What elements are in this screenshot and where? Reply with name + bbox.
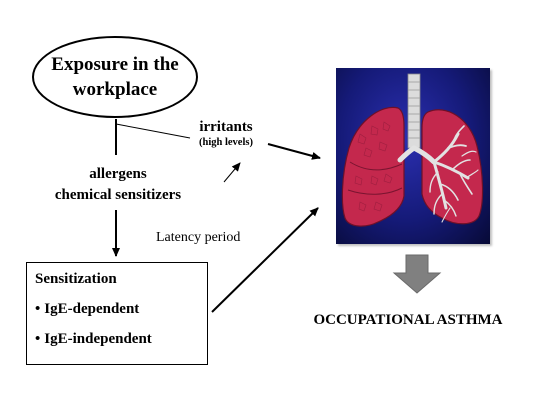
irritants-note: (high levels) bbox=[199, 137, 253, 148]
sensitization-title: Sensitization bbox=[35, 271, 117, 287]
lungs-illustration-panel bbox=[336, 68, 490, 244]
latency-period-label: Latency period bbox=[156, 230, 241, 245]
sensitization-node: Sensitization •IgE-dependent •IgE-indepe… bbox=[26, 262, 208, 365]
sensitization-item-ige-independent: •IgE-independent bbox=[35, 331, 152, 347]
agents-line-1: allergens bbox=[89, 166, 147, 182]
agents-label: allergens chemical sensitizers bbox=[28, 164, 208, 206]
sensitization-item-label: IgE-independent bbox=[44, 331, 152, 347]
sensitization-item-label: IgE-dependent bbox=[44, 301, 140, 317]
exposure-node: Exposure in the workplace bbox=[32, 36, 198, 118]
exposure-line-2: workplace bbox=[72, 79, 158, 100]
occupational-asthma-label: OCCUPATIONAL ASTHMA bbox=[313, 312, 503, 328]
irritants-to-asthma-arrow bbox=[267, 143, 321, 160]
agents-line-2: chemical sensitizers bbox=[54, 187, 182, 203]
exposure-line-1: Exposure in the bbox=[51, 54, 179, 75]
agents-to-irritants-arrow bbox=[223, 162, 241, 183]
sensitization-to-asthma-arrow bbox=[211, 207, 319, 313]
irritants-label: irritants (high levels) bbox=[176, 118, 276, 149]
sensitization-item-ige-dependent: •IgE-dependent bbox=[35, 301, 140, 317]
down-arrow-icon bbox=[392, 254, 442, 294]
irritants-connector-line bbox=[115, 123, 191, 139]
irritants-title: irritants bbox=[199, 119, 253, 135]
lungs-icon bbox=[341, 73, 484, 227]
